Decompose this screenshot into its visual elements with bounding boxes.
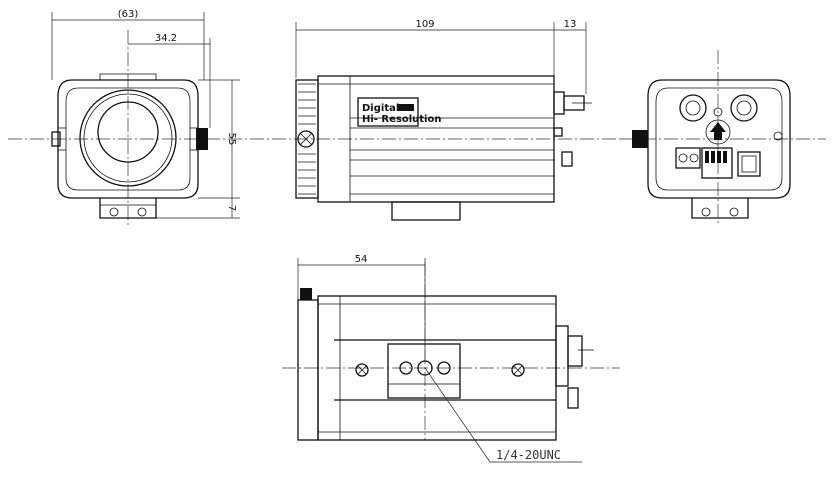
dim-mount-position: 54 (355, 254, 368, 265)
dip-switch-icon (701, 147, 733, 179)
rear-view (620, 50, 826, 225)
lens-icon (79, 89, 177, 187)
dim-body-length: 109 (415, 19, 434, 30)
screw-icon (297, 130, 315, 148)
brand-subtitle: Hi- Resolution (362, 114, 441, 125)
side-view: Digital Hi- Resolution 109 13 (250, 19, 620, 221)
brand-name: Digital (362, 103, 399, 114)
front-view: (63) 34.2 55 7 (8, 9, 250, 225)
dim-front-width: (63) (118, 9, 139, 20)
connector-icon (196, 128, 208, 150)
dim-mount-height: 7 (226, 205, 237, 211)
dim-front-offset: 34.2 (155, 33, 177, 44)
dim-height: 55 (226, 133, 237, 146)
bottom-view: 54 1/4-20UNC (282, 254, 620, 463)
dim-connector-length: 13 (564, 19, 577, 30)
thread-spec-label: 1/4-20UNC (496, 448, 561, 462)
mount-hole-icon (417, 360, 433, 376)
